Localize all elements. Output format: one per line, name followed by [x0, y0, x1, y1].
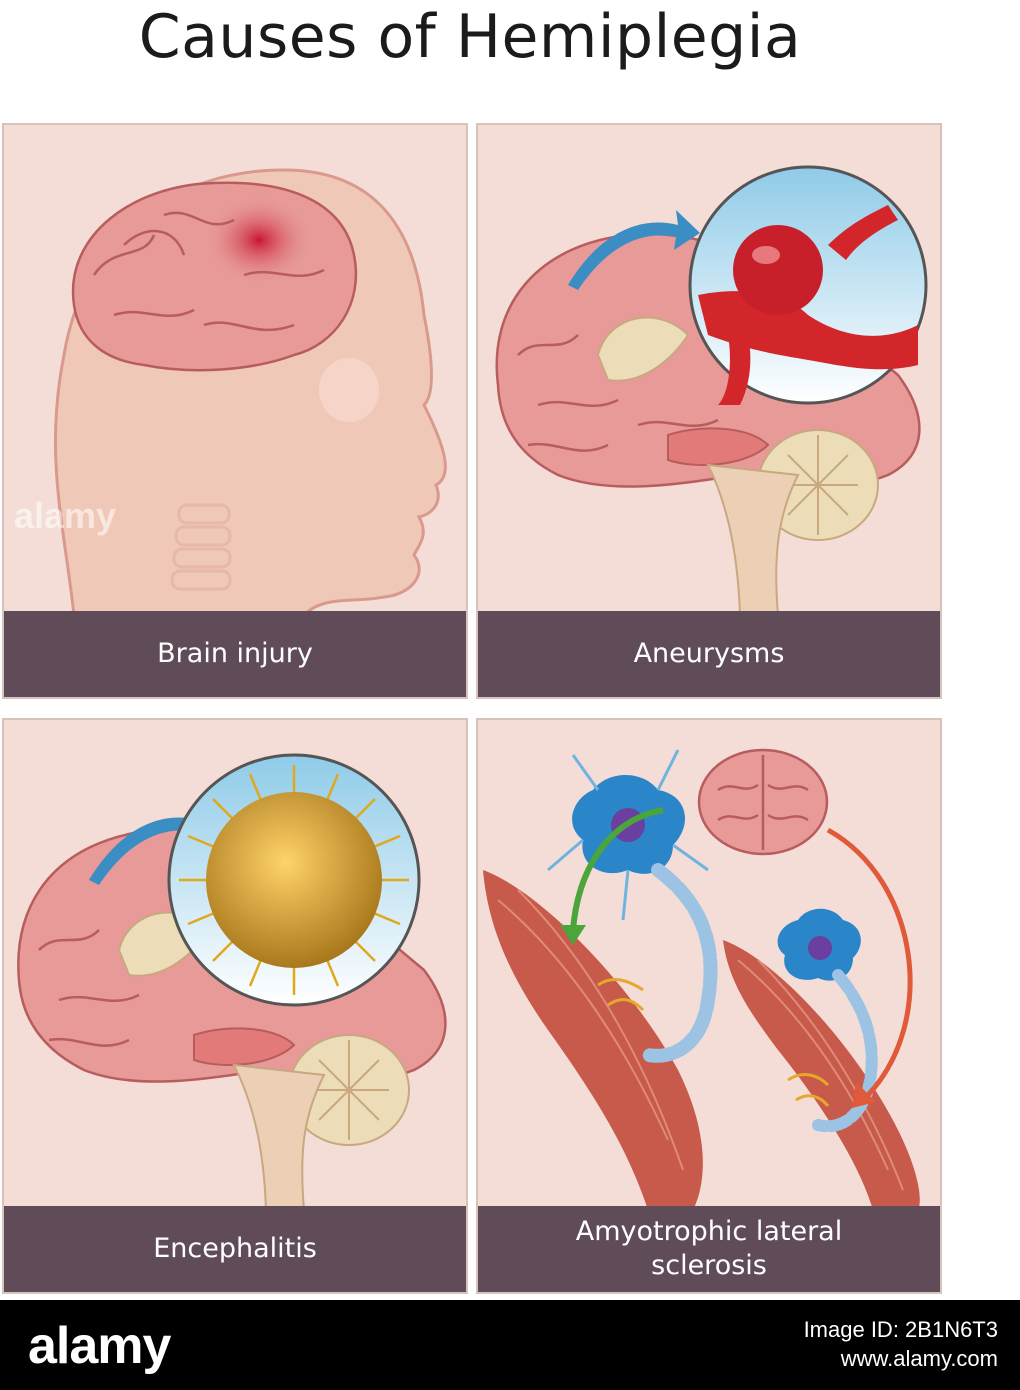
- panel-als: Amyotrophic lateral sclerosis: [476, 718, 942, 1294]
- red-arrow: [826, 827, 913, 1097]
- pointer-arrow: [568, 210, 700, 290]
- footer-bar: alamy Image ID: 2B1N6T3 www.alamy.com: [0, 1300, 1020, 1390]
- als-illustration: [483, 748, 920, 1210]
- brain-injury-illustration: [53, 168, 447, 615]
- page-title: Causes of Hemiplegia: [138, 2, 802, 72]
- aneurysm-illustration: [495, 165, 928, 615]
- cervical-spine: [170, 503, 232, 591]
- brain-sagittal: [495, 232, 921, 615]
- magnified-virus: [167, 753, 421, 1007]
- green-arrow: [570, 807, 664, 931]
- muscle-right: [723, 940, 920, 1210]
- caption-als: Amyotrophic lateral sclerosis: [478, 1206, 940, 1292]
- site-url: www.alamy.com: [840, 1346, 998, 1371]
- alamy-logo: alamy: [28, 1317, 171, 1375]
- panel-aneurysms: Aneurysms: [476, 123, 942, 699]
- brain-small: [697, 748, 829, 856]
- lower-motor-neuron: [777, 908, 878, 1133]
- panel-brain-injury: alamy Brain injury: [2, 123, 468, 699]
- caption-aneurysms: Aneurysms: [478, 611, 940, 697]
- caption-encephalitis: Encephalitis: [4, 1206, 466, 1292]
- muscle-left: [483, 870, 703, 1210]
- magnified-aneurysm: [688, 165, 928, 405]
- watermark: alamy: [14, 495, 117, 536]
- caption-als-line2: sclerosis: [651, 1250, 767, 1281]
- image-id: Image ID: 2B1N6T3: [803, 1317, 998, 1342]
- panel-encephalitis: alamy Encephalitis: [2, 718, 468, 1294]
- encephalitis-illustration: [17, 753, 447, 1210]
- caption-brain-injury: Brain injury: [4, 611, 466, 697]
- brain-in-head: [71, 181, 358, 372]
- footer-info: Image ID: 2B1N6T3 www.alamy.com: [804, 1316, 998, 1374]
- caption-als-text: Amyotrophic lateral sclerosis: [576, 1215, 842, 1283]
- caption-als-line1: Amyotrophic lateral: [575, 1216, 843, 1247]
